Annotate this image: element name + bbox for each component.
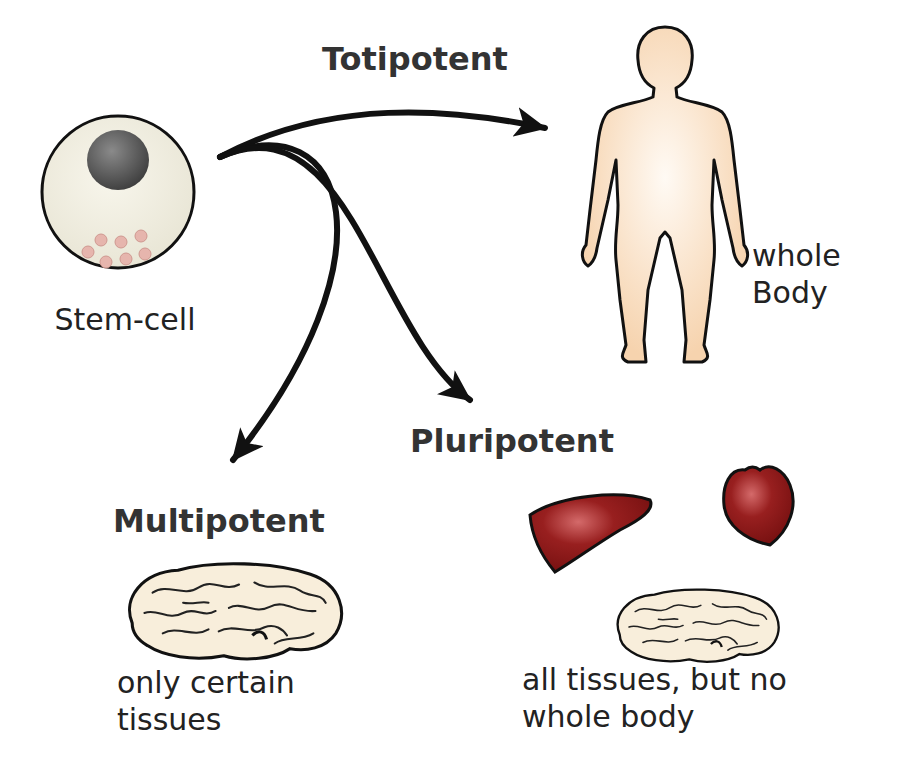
multipotent-node: Multipotent only certain tissues (105, 460, 370, 745)
potency-arrow (220, 148, 470, 400)
potency-heading: Multipotent (113, 502, 363, 541)
body-node: whole Body (545, 20, 871, 365)
node-label: Stem-cell (35, 302, 215, 339)
pluripotent-node: Pluripotent all tissues, but no whole bod… (400, 400, 856, 745)
node-description: all tissues, but no whole body (522, 662, 852, 735)
node-label: whole Body (752, 238, 867, 311)
potency-arrow (220, 145, 337, 460)
stem-cell-node: Stem-cell (30, 90, 220, 345)
edge-label: Totipotent (322, 40, 508, 78)
potency-heading: Pluripotent (410, 422, 670, 461)
node-description: only certain tissues (117, 665, 352, 738)
